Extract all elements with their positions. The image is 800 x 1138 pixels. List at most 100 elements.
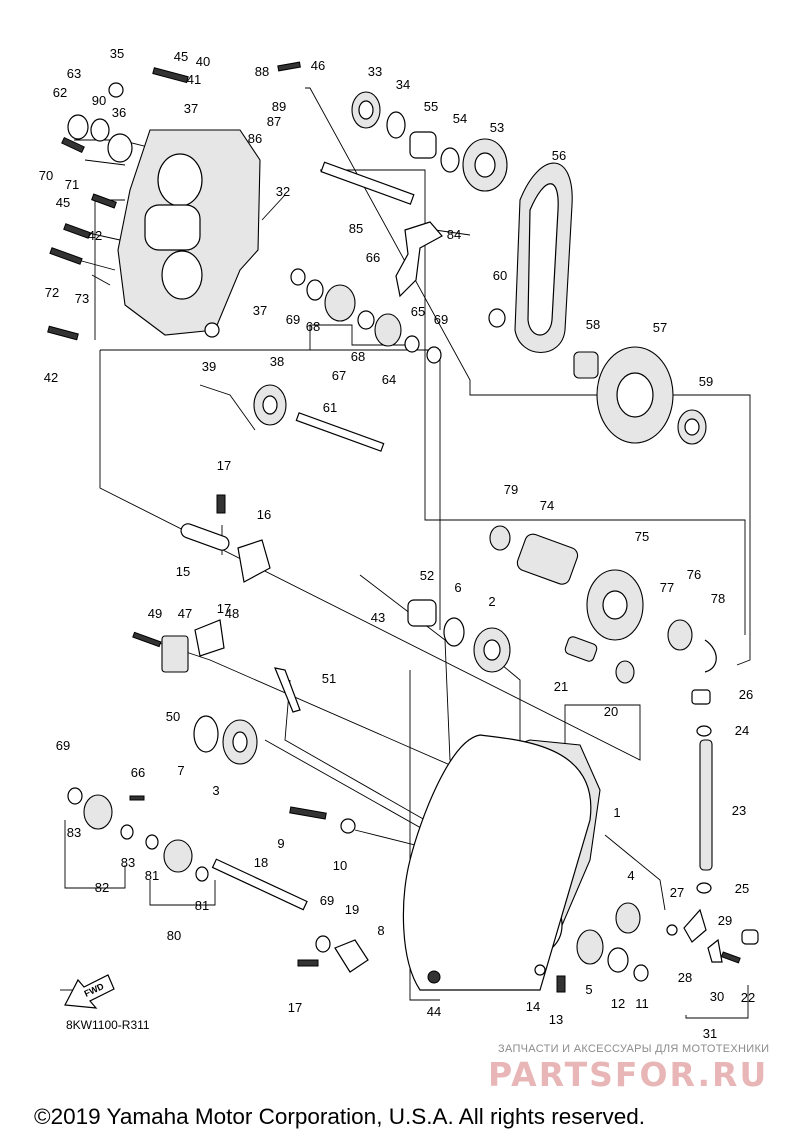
callout-69: 69 [434, 312, 448, 327]
callout-24: 24 [735, 723, 749, 738]
callout-28: 28 [678, 970, 692, 985]
callout-37: 37 [253, 303, 267, 318]
callout-42: 42 [44, 370, 58, 385]
callout-57: 57 [653, 320, 667, 335]
callout-39: 39 [202, 359, 216, 374]
callout-34: 34 [396, 77, 410, 92]
callout-14: 14 [526, 999, 540, 1014]
callout-68: 68 [351, 349, 365, 364]
callout-66: 66 [131, 765, 145, 780]
callout-82: 82 [95, 880, 109, 895]
callout-79: 79 [504, 482, 518, 497]
callout-21: 21 [554, 679, 568, 694]
callout-60: 60 [493, 268, 507, 283]
callout-52: 52 [420, 568, 434, 583]
callout-13: 13 [549, 1012, 563, 1027]
callout-66: 66 [366, 250, 380, 265]
callout-49: 49 [148, 606, 162, 621]
drawing-code: 8KW1100-R311 [66, 1018, 150, 1032]
callout-1: 1 [613, 805, 620, 820]
callout-45: 45 [56, 195, 70, 210]
callout-74: 74 [540, 498, 554, 513]
callout-81: 81 [195, 898, 209, 913]
callout-36: 36 [112, 105, 126, 120]
callout-58: 58 [586, 317, 600, 332]
callout-17: 17 [217, 458, 231, 473]
callout-68: 68 [306, 319, 320, 334]
callout-85: 85 [349, 221, 363, 236]
callout-61: 61 [323, 400, 337, 415]
callout-90: 90 [92, 93, 106, 108]
callout-84: 84 [447, 227, 461, 242]
callout-50: 50 [166, 709, 180, 724]
callout-32: 32 [276, 184, 290, 199]
callout-59: 59 [699, 374, 713, 389]
callout-81: 81 [145, 868, 159, 883]
callout-17: 17 [288, 1000, 302, 1015]
callout-83: 83 [121, 855, 135, 870]
callout-41: 41 [187, 72, 201, 87]
callout-30: 30 [710, 989, 724, 1004]
callout-64: 64 [382, 372, 396, 387]
callout-65: 65 [411, 304, 425, 319]
callout-33: 33 [368, 64, 382, 79]
callout-18: 18 [254, 855, 268, 870]
callout-10: 10 [333, 858, 347, 873]
callout-23: 23 [732, 803, 746, 818]
shift-fork-84 [395, 221, 443, 298]
callout-17: 17 [217, 601, 231, 616]
callout-56: 56 [552, 148, 566, 163]
callout-62: 62 [53, 85, 67, 100]
callout-88: 88 [255, 64, 269, 79]
forward-arrow [64, 974, 115, 1009]
callout-73: 73 [75, 291, 89, 306]
callout-5: 5 [585, 982, 592, 997]
callout-29: 29 [718, 913, 732, 928]
callout-2: 2 [488, 594, 495, 609]
callout-7: 7 [177, 763, 184, 778]
callout-76: 76 [687, 567, 701, 582]
callout-6: 6 [454, 580, 461, 595]
callout-40: 40 [196, 54, 210, 69]
callout-78: 78 [711, 591, 725, 606]
callout-89: 89 [272, 99, 286, 114]
callout-labels: 1234567891011121314151617171718192021222… [39, 46, 755, 1041]
callout-48: 48 [225, 606, 239, 621]
callout-67: 67 [332, 368, 346, 383]
callout-4: 4 [627, 868, 634, 883]
callout-80: 80 [167, 928, 181, 943]
copyright-notice: ©2019 Yamaha Motor Corporation, U.S.A. A… [34, 1104, 646, 1129]
callout-54: 54 [453, 111, 467, 126]
callout-77: 77 [660, 580, 674, 595]
callout-47: 47 [178, 606, 192, 621]
callout-26: 26 [739, 687, 753, 702]
callout-71: 71 [65, 177, 79, 192]
callout-45: 45 [174, 49, 188, 64]
callout-31: 31 [703, 1026, 717, 1041]
cover-boss-a [157, 153, 203, 207]
callout-15: 15 [176, 564, 190, 579]
callout-42: 42 [88, 228, 102, 243]
parts [47, 61, 759, 1009]
callout-72: 72 [45, 285, 59, 300]
cover-boss-b [161, 250, 203, 300]
watermark-tagline: ЗАПЧАСТИ И АКСЕССУАРЫ ДЛЯ МОТОТЕХНИКИ [498, 1043, 770, 1055]
callout-83: 83 [67, 825, 81, 840]
callout-87: 87 [267, 114, 281, 129]
callout-44: 44 [427, 1004, 441, 1019]
callout-70: 70 [39, 168, 53, 183]
watermark-logo: PARTSFOR.RU [488, 1055, 769, 1094]
callout-8: 8 [377, 923, 384, 938]
callout-37: 37 [184, 101, 198, 116]
callout-63: 63 [67, 66, 81, 81]
callout-51: 51 [322, 671, 336, 686]
callout-12: 12 [611, 996, 625, 1011]
callout-25: 25 [735, 881, 749, 896]
callout-16: 16 [257, 507, 271, 522]
callout-19: 19 [345, 902, 359, 917]
callout-22: 22 [741, 990, 755, 1005]
cover-rib [144, 204, 201, 251]
callout-43: 43 [371, 610, 385, 625]
callout-86: 86 [248, 131, 262, 146]
